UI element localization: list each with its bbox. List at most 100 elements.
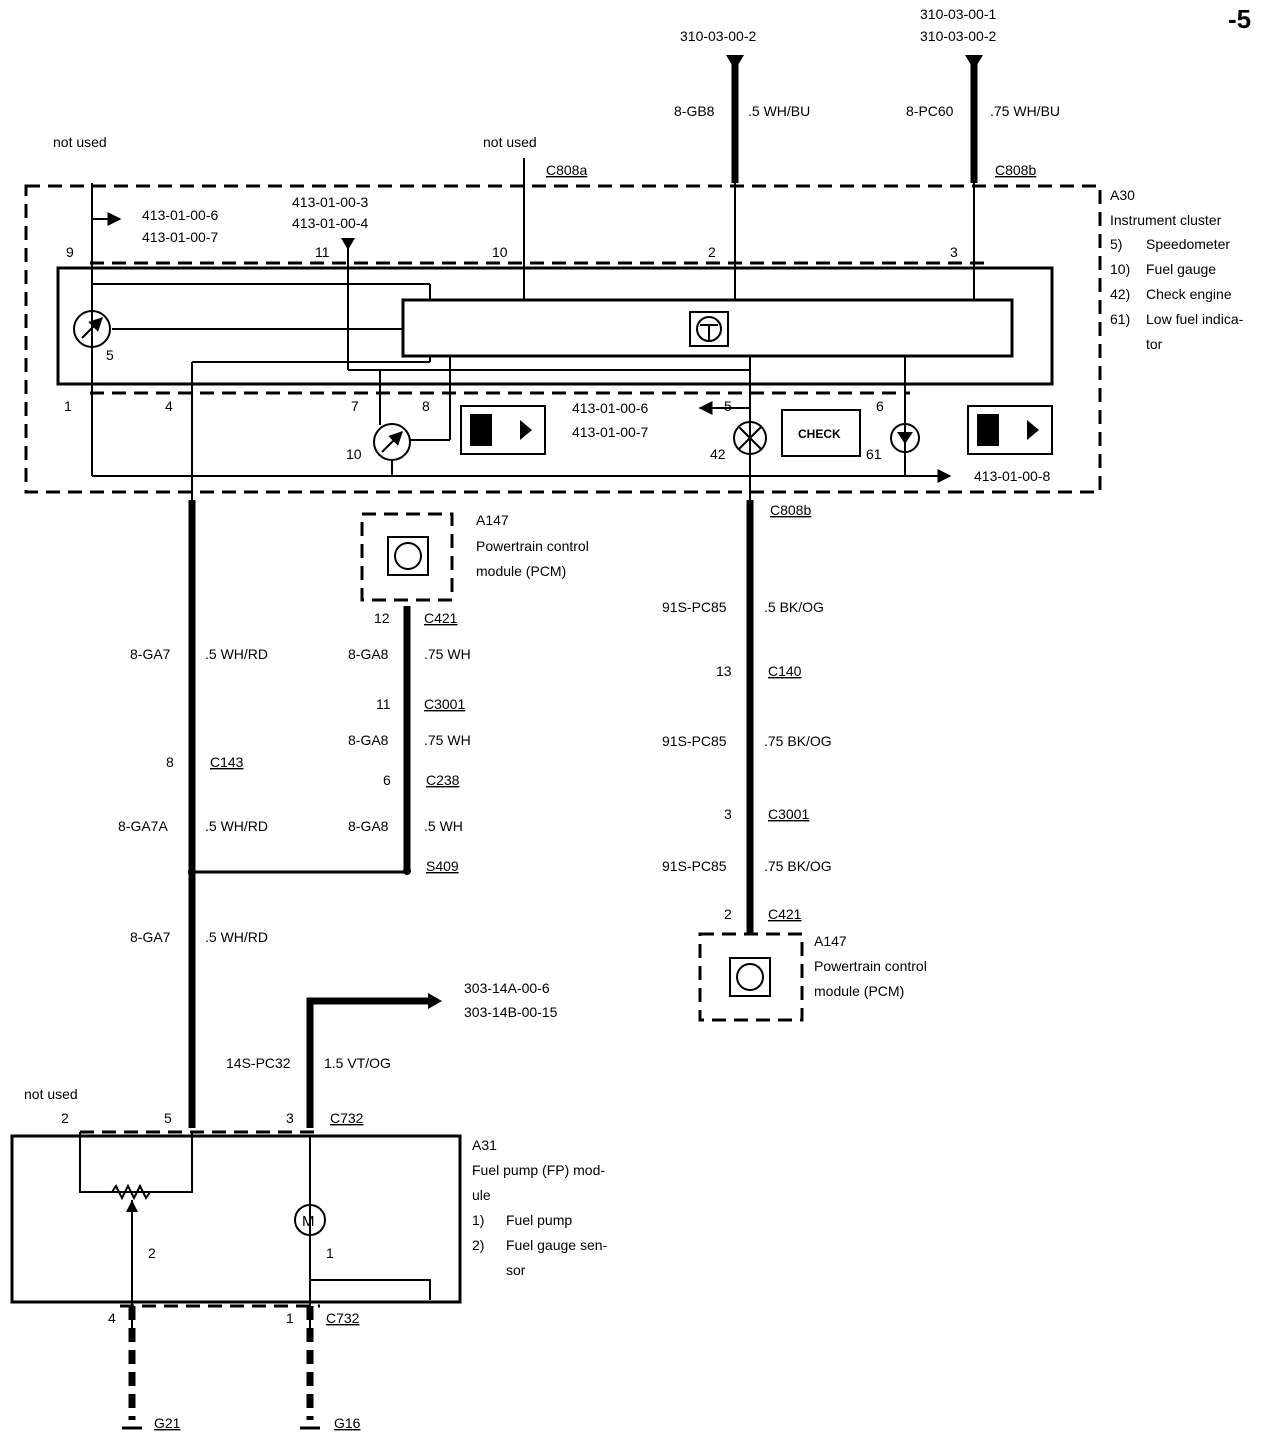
ref-text: 413-01-00-7 — [572, 424, 648, 440]
pin-number: 8 — [166, 754, 174, 770]
pcm-left-boundary — [360, 512, 454, 602]
wire-spec: 1.5 VT/OG — [324, 1055, 391, 1071]
component-number: 5 — [106, 347, 114, 363]
pin-number: 13 — [716, 663, 732, 679]
pin-number: 2 — [708, 244, 716, 260]
wire-code: 8-GA7A — [118, 818, 168, 834]
ground-g21: G21 — [154, 1415, 181, 1431]
wire-spec: .5 BK/OG — [764, 599, 824, 615]
wire-code: 8-GA8 — [348, 818, 389, 834]
pin-number: 6 — [876, 398, 884, 414]
pin-number: 10 — [492, 244, 508, 260]
cluster-module-box — [401, 298, 1014, 358]
legend-num: 2) — [472, 1237, 484, 1253]
pin-number: 7 — [351, 398, 359, 414]
wire-spec: .5 WH/RD — [205, 818, 268, 834]
pcm-right-line1: Powertrain control — [814, 958, 927, 974]
pcm-left-id: A147 — [476, 512, 509, 528]
pin-number: 3 — [950, 244, 958, 260]
pcm-right-line2: module (PCM) — [814, 983, 904, 999]
wire-spec: .75 BK/OG — [764, 733, 832, 749]
ground-g16: G16 — [334, 1415, 361, 1431]
wire-spec: .5 WH/RD — [205, 929, 268, 945]
ref-text: 413-01-00-6 — [572, 400, 648, 416]
low-fuel-led-icon — [890, 423, 920, 453]
a30-cluster-boundary — [24, 184, 1102, 494]
splice-s409: S409 — [426, 858, 459, 874]
ref-pc60-2: 310-03-00-2 — [920, 28, 996, 44]
pin-number: 1 — [64, 398, 72, 414]
legend-num: 10) — [1110, 261, 1130, 277]
not-used-mid: not used — [483, 134, 537, 150]
legend-label: tor — [1146, 336, 1163, 352]
wire-code: 8-GA8 — [348, 646, 389, 662]
pin-number: 12 — [374, 610, 390, 626]
connector-c143: C143 — [210, 754, 244, 770]
fuel-pump-indicator-icon — [460, 405, 546, 455]
component-number: 10 — [346, 446, 362, 462]
sensor-number: 2 — [148, 1245, 156, 1261]
ref-text: 303-14A-00-6 — [464, 980, 550, 996]
pin-number: 1 — [286, 1310, 294, 1326]
wire-14s-pc32 — [306, 997, 430, 1128]
not-used-fp: not used — [24, 1086, 78, 1102]
ref-gb8: 310-03-00-2 — [680, 28, 756, 44]
pcm-right-boundary — [698, 932, 804, 1022]
a30-inner-board — [56, 266, 1054, 386]
pin-number: 11 — [315, 244, 330, 260]
connector-c421: C421 — [768, 906, 802, 922]
speedometer-gauge-icon — [73, 310, 111, 348]
wire-spec: .5 WH/RD — [205, 646, 268, 662]
a31-line1: Fuel pump (FP) mod- — [472, 1162, 605, 1178]
fuel-pump-indicator-icon — [967, 405, 1053, 455]
connector-arrow-icon — [965, 55, 983, 70]
a30-id: A30 — [1110, 187, 1135, 203]
a31-id: A31 — [472, 1137, 497, 1153]
legend-label: Fuel gauge — [1146, 261, 1216, 277]
legend-num: 5) — [1110, 236, 1122, 252]
pin-number: 2 — [724, 906, 732, 922]
wire-spec: .75 WH — [424, 646, 471, 662]
connector-arrow-icon — [428, 993, 442, 1009]
connector-c808b: C808b — [770, 502, 811, 518]
connector-c421: C421 — [424, 610, 458, 626]
ref-text: 413-01-00-7 — [142, 229, 218, 245]
fuel-gauge-sensor-icon — [111, 1183, 151, 1201]
fuel-pump-motor-icon — [294, 1204, 326, 1236]
wire-code: 8-GA7 — [130, 646, 171, 662]
check-engine-symbol-icon — [781, 409, 861, 457]
pin-number: 3 — [724, 806, 732, 822]
connector-c3001: C3001 — [768, 806, 809, 822]
legend-label: Fuel gauge sen- — [506, 1237, 608, 1253]
page-number: -5 — [1228, 4, 1251, 34]
fp-module-box — [10, 1134, 462, 1304]
a30-title: Instrument cluster — [1110, 212, 1222, 228]
legend-num: 42) — [1110, 286, 1130, 302]
wire-spec: .75 WH — [424, 732, 471, 748]
connector-c140: C140 — [768, 663, 802, 679]
pin-number: 4 — [108, 1310, 116, 1326]
legend-label: Low fuel indica- — [1146, 311, 1244, 327]
component-number: 42 — [710, 446, 726, 462]
ref-text: 413-01-00-8 — [974, 468, 1050, 484]
cluster-module-icon — [689, 311, 729, 347]
pin-number: 6 — [383, 772, 391, 788]
legend-label: Check engine — [1146, 286, 1232, 302]
pin-number: 4 — [165, 398, 173, 414]
pin-number: 3 — [286, 1110, 294, 1126]
wire-spec: .5 WH — [424, 818, 463, 834]
wire-code: 8-GA8 — [348, 732, 389, 748]
legend-num: 1) — [472, 1212, 484, 1228]
pin-number: 11 — [376, 696, 391, 712]
pcm-right-id: A147 — [814, 933, 847, 949]
connector-c238: C238 — [426, 772, 460, 788]
legend-num: 61) — [1110, 311, 1130, 327]
connector-c3001: C3001 — [424, 696, 465, 712]
pcm-right-icon — [729, 957, 771, 997]
pin-number: 8 — [422, 398, 430, 414]
ref-text: 413-01-00-6 — [142, 207, 218, 223]
component-number: 61 — [866, 446, 882, 462]
pin-number: 9 — [66, 244, 74, 260]
legend-label: Speedometer — [1146, 236, 1230, 252]
